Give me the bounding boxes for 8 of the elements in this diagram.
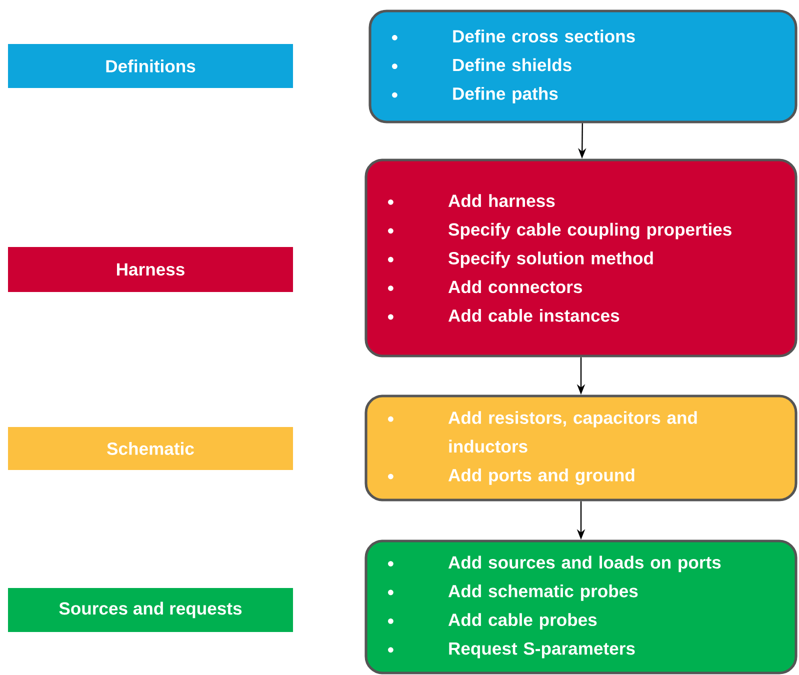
step-box: Define cross sections Define shields Define paths [368, 10, 798, 124]
label-box: Harness [8, 247, 293, 292]
step-box: Add harness Specify cable coupling properties Specify solution method Add connectors Add cable instances [364, 158, 798, 358]
step-box: Add resistors, capacitors and inductors Add ports and ground [364, 394, 798, 502]
step-box: Add sources and loads on ports Add schematic probes Add cable probes Request S-parameters [364, 540, 798, 674]
label-box: Sources and requests [8, 588, 293, 632]
label-box: Schematic [8, 427, 293, 470]
label-box: Definitions [8, 44, 293, 88]
